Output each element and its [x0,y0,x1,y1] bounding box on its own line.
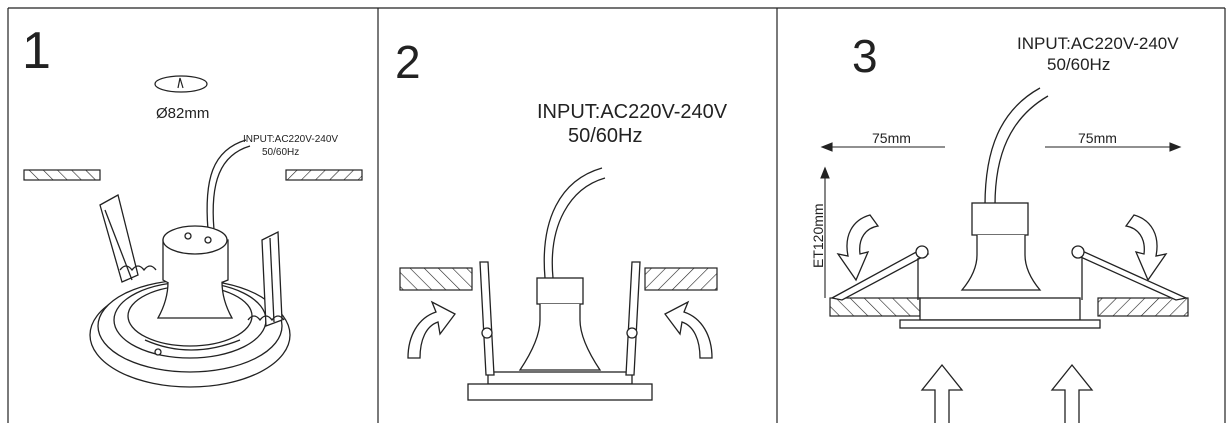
downlight-fixture-icon [89,139,291,388]
ceiling-left [399,267,473,291]
clearance-arrows [820,142,1182,298]
ceiling-right [285,169,363,181]
input-label-line1: INPUT:AC220V-240V [1017,34,1179,53]
input-label-line2: 50/60Hz [568,125,643,147]
clearance-right-label: 75mm [1078,130,1117,146]
panel-3: 3 INPUT:AC220V-240V 50/60Hz 75mm 75mm ET… [810,30,1189,423]
press-arrow-icon [836,214,1168,282]
panel-1: 1 Ø82mm INPUT:AC220V-240V 50/60Hz [22,22,363,388]
input-label-line2: 50/60Hz [262,147,299,158]
ceiling-left [23,169,101,181]
step-number: 3 [852,30,878,82]
input-label-line1: INPUT:AC220V-240V [243,134,338,145]
push-up-arrow-icon [920,363,1094,423]
frame [7,7,1226,423]
height-label: ET120mm [810,203,826,268]
input-label-line1: INPUT:AC220V-240V [537,101,728,123]
step-number: 2 [395,36,421,88]
clearance-left-label: 75mm [872,130,911,146]
downlight-fixture-icon [467,167,653,401]
downlight-fixture-icon [830,87,1189,329]
input-label-line2: 50/60Hz [1047,55,1110,74]
ceiling-right [644,267,718,291]
diameter-label: Ø82mm [156,105,209,122]
ceiling-right [1097,297,1189,317]
panel-2: 2 INPUT:AC220V-240V 50/60Hz [395,36,728,401]
cutout-diameter-icon [154,75,208,93]
push-arrow-icon [407,300,713,359]
ceiling-left [829,297,921,317]
step-number: 1 [22,22,51,80]
